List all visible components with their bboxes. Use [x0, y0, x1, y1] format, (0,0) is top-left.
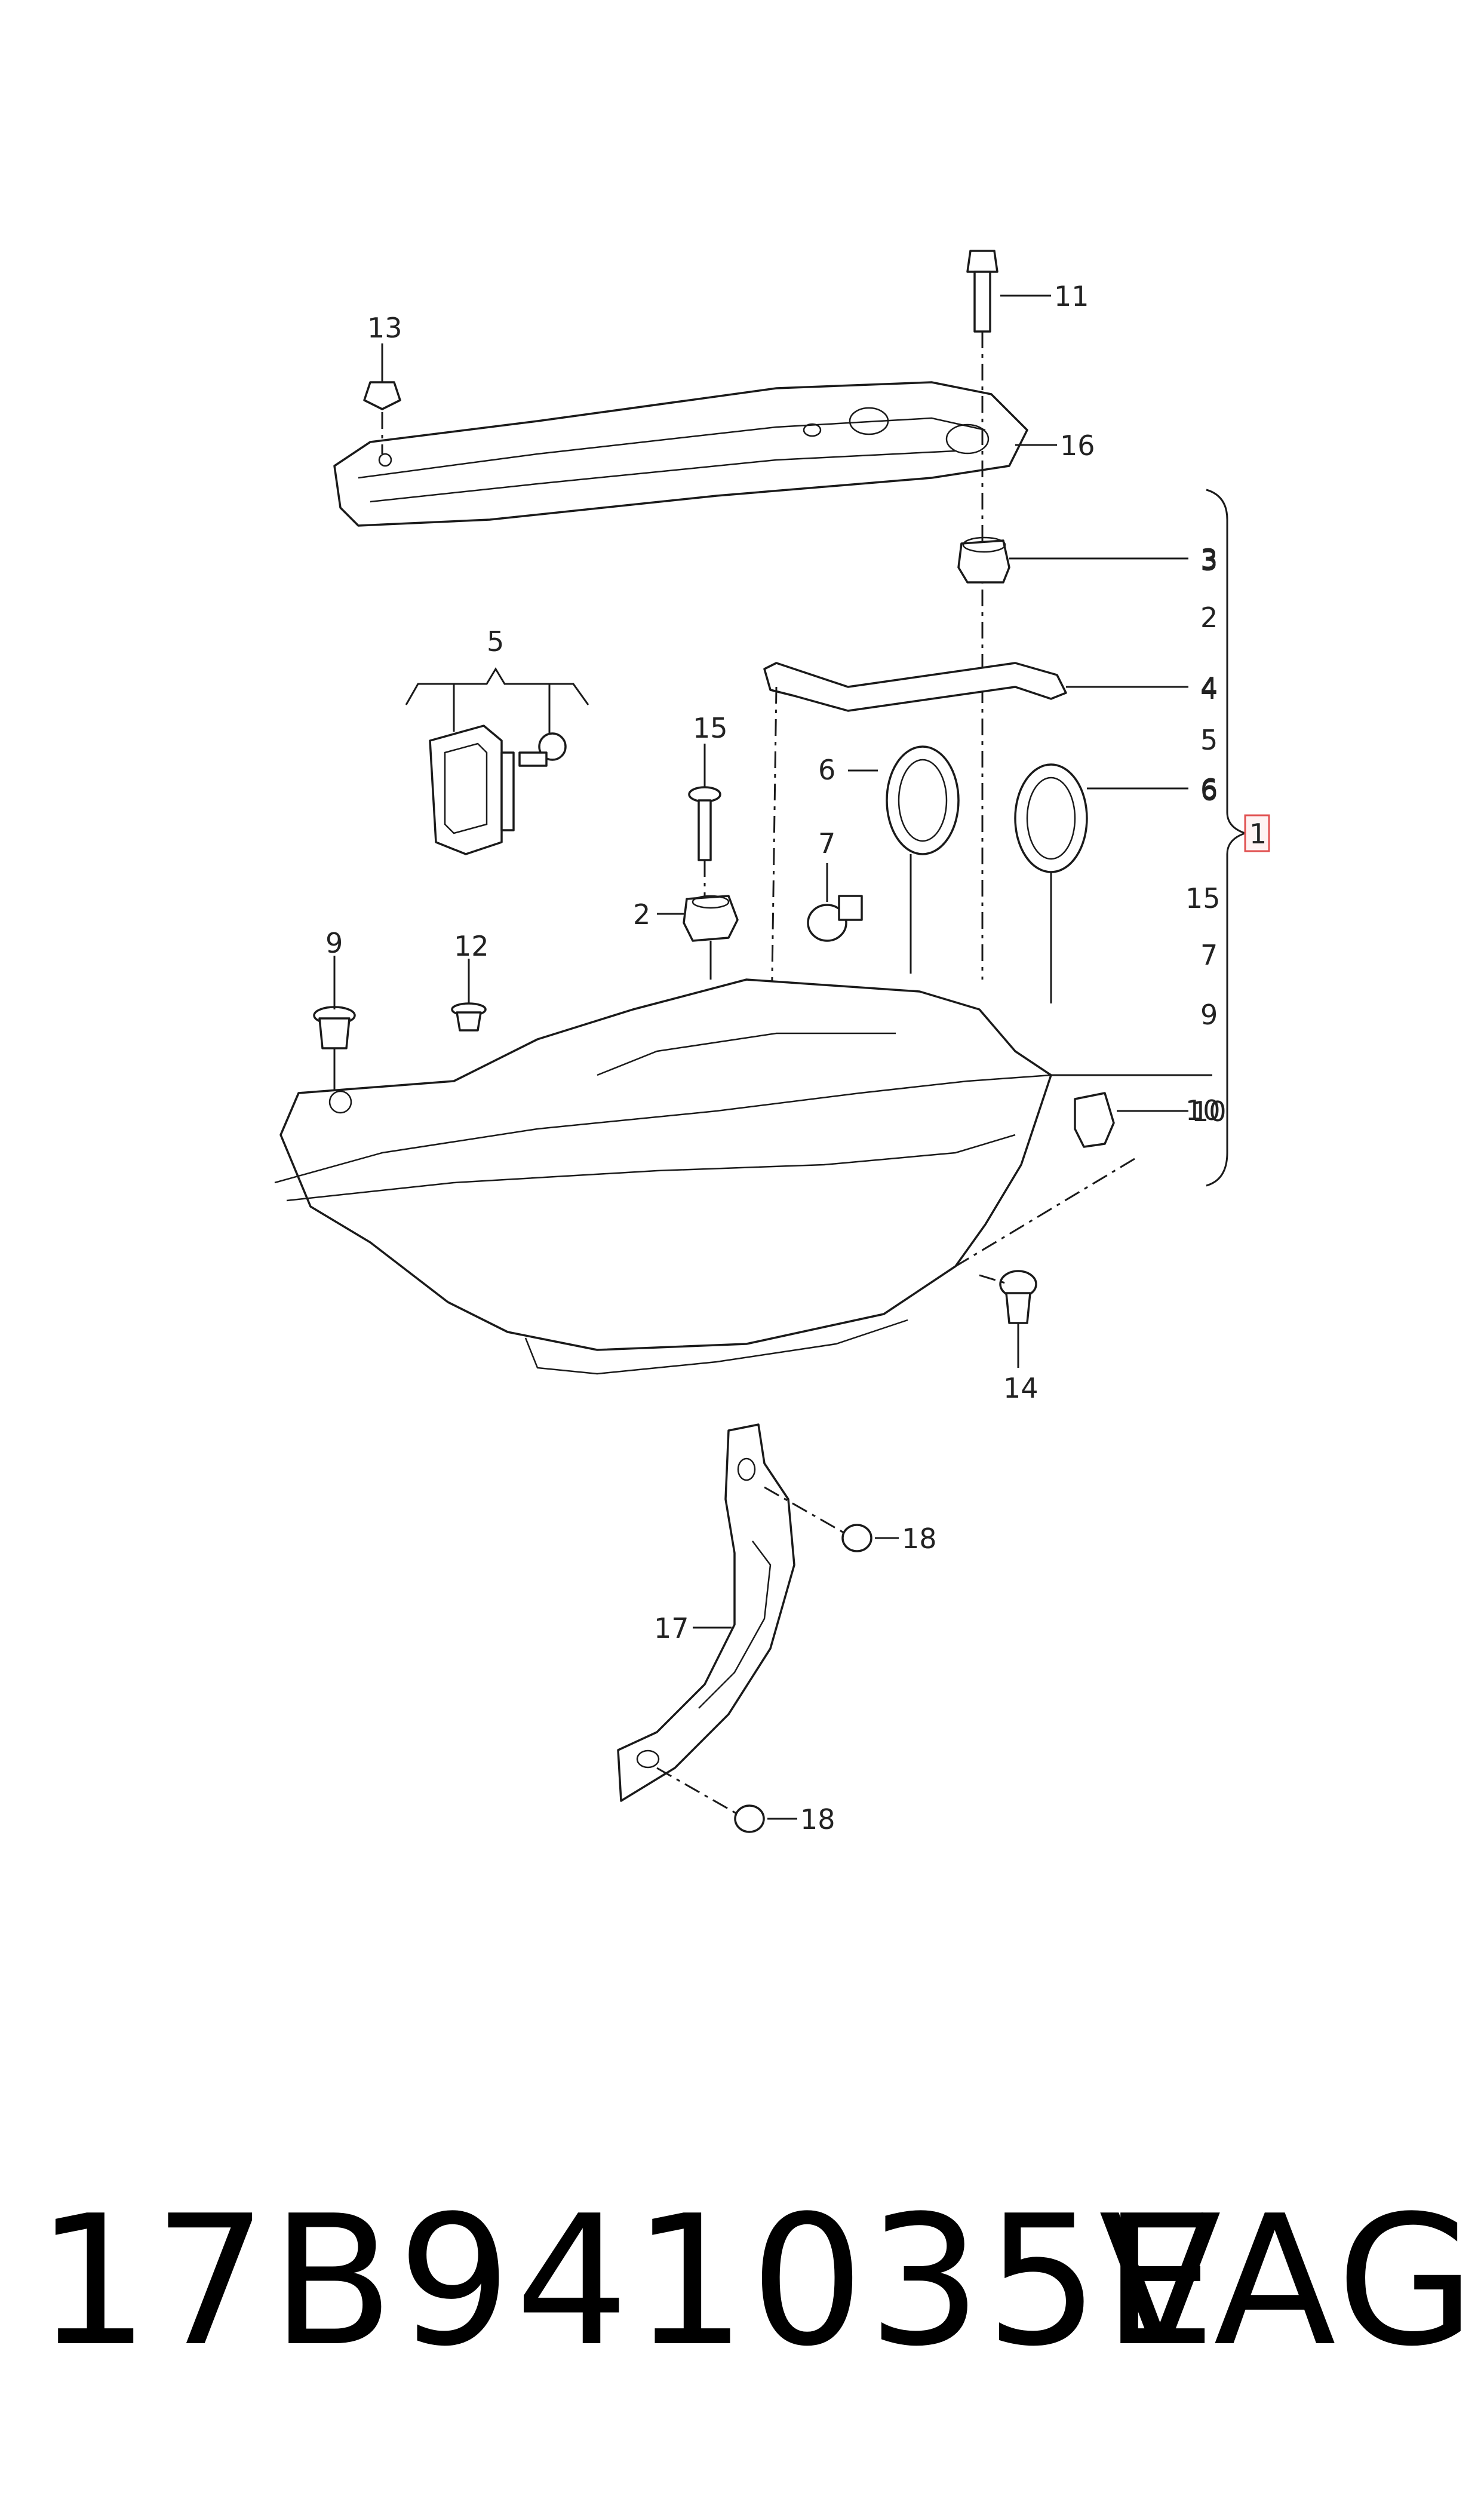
bolt-part-11	[966, 250, 998, 980]
callout-12: 12	[454, 930, 489, 962]
callout-18-upper: 18	[902, 1523, 937, 1555]
screw-part-14	[979, 1270, 1037, 1324]
bracket-upper-part-16	[333, 381, 1028, 527]
bracket-lower-part-17	[617, 1423, 795, 1802]
callout-4: 4	[1200, 671, 1218, 704]
callout-6-left: 6	[818, 754, 835, 786]
callout-2: 2	[633, 898, 650, 931]
callout-16: 16	[1060, 429, 1095, 462]
callout-14: 14	[1003, 1372, 1039, 1404]
part-number-text: 17B941035E	[36, 2177, 1220, 2386]
assembly-item-8: 10	[1185, 1094, 1221, 1126]
grommet-part-3	[957, 536, 1010, 584]
cover-cap-part-6-left	[886, 745, 960, 974]
assembly-item-1: 2	[1200, 601, 1218, 634]
callout-13: 13	[367, 312, 403, 344]
screw-part-18-lower	[656, 1767, 765, 1833]
grommet-part-9	[313, 1006, 356, 1093]
assembly-item-6: 7	[1200, 939, 1218, 971]
callout-15-top: 15	[693, 712, 728, 744]
assembly-item-4: 6	[1200, 775, 1218, 807]
screw-part-18-upper	[764, 1486, 872, 1552]
bulb-part-7	[807, 895, 863, 942]
exploded-parts-diagram: 13 11 16 3 4 6 10 5 15 6 7 2 9 12 14 18 …	[274, 250, 1270, 1835]
assembly-item-0: 3	[1200, 545, 1218, 577]
callout-11: 11	[1054, 280, 1089, 312]
callout-9: 9	[325, 927, 343, 959]
callout-7: 7	[818, 827, 835, 860]
adjuster-part-2	[683, 895, 739, 980]
assembly-item-5: 15	[1185, 882, 1221, 914]
callout-18-lower: 18	[800, 1803, 835, 1835]
callout-17: 17	[654, 1612, 689, 1644]
svg-text:1: 1	[1249, 818, 1267, 850]
callout-1-assembly: 1	[1244, 814, 1270, 852]
leader-lines	[333, 294, 1248, 1820]
nut-part-13	[363, 381, 401, 454]
clip-nut-part-10	[955, 1092, 1135, 1267]
callout-5-top: 5	[487, 625, 504, 658]
callout-labels: 13 11 16 3 4 6 10 5 15 6 7 2 9 12 14 18 …	[325, 280, 1227, 1835]
assembly-item-2: 4	[1200, 673, 1218, 705]
trim-strip-part-4	[763, 662, 1067, 1100]
callout-3: 3	[1200, 543, 1218, 575]
headlight-housing-part-1	[274, 978, 1052, 1375]
callout-10: 10	[1191, 1095, 1227, 1128]
assembly-item-3: 5	[1200, 724, 1218, 756]
assembly-component-list: 3 2 4 5 6 15 7 9 10	[1185, 545, 1221, 1126]
control-module-part-5	[429, 725, 567, 855]
cover-cap-part-6-right	[1014, 763, 1088, 1003]
clip-part-12	[451, 1002, 487, 1032]
brand-text: VAG	[1099, 2177, 1479, 2386]
assembly-item-7: 9	[1200, 999, 1218, 1031]
callout-6-right: 6	[1200, 773, 1218, 805]
screw-part-15	[688, 786, 721, 896]
